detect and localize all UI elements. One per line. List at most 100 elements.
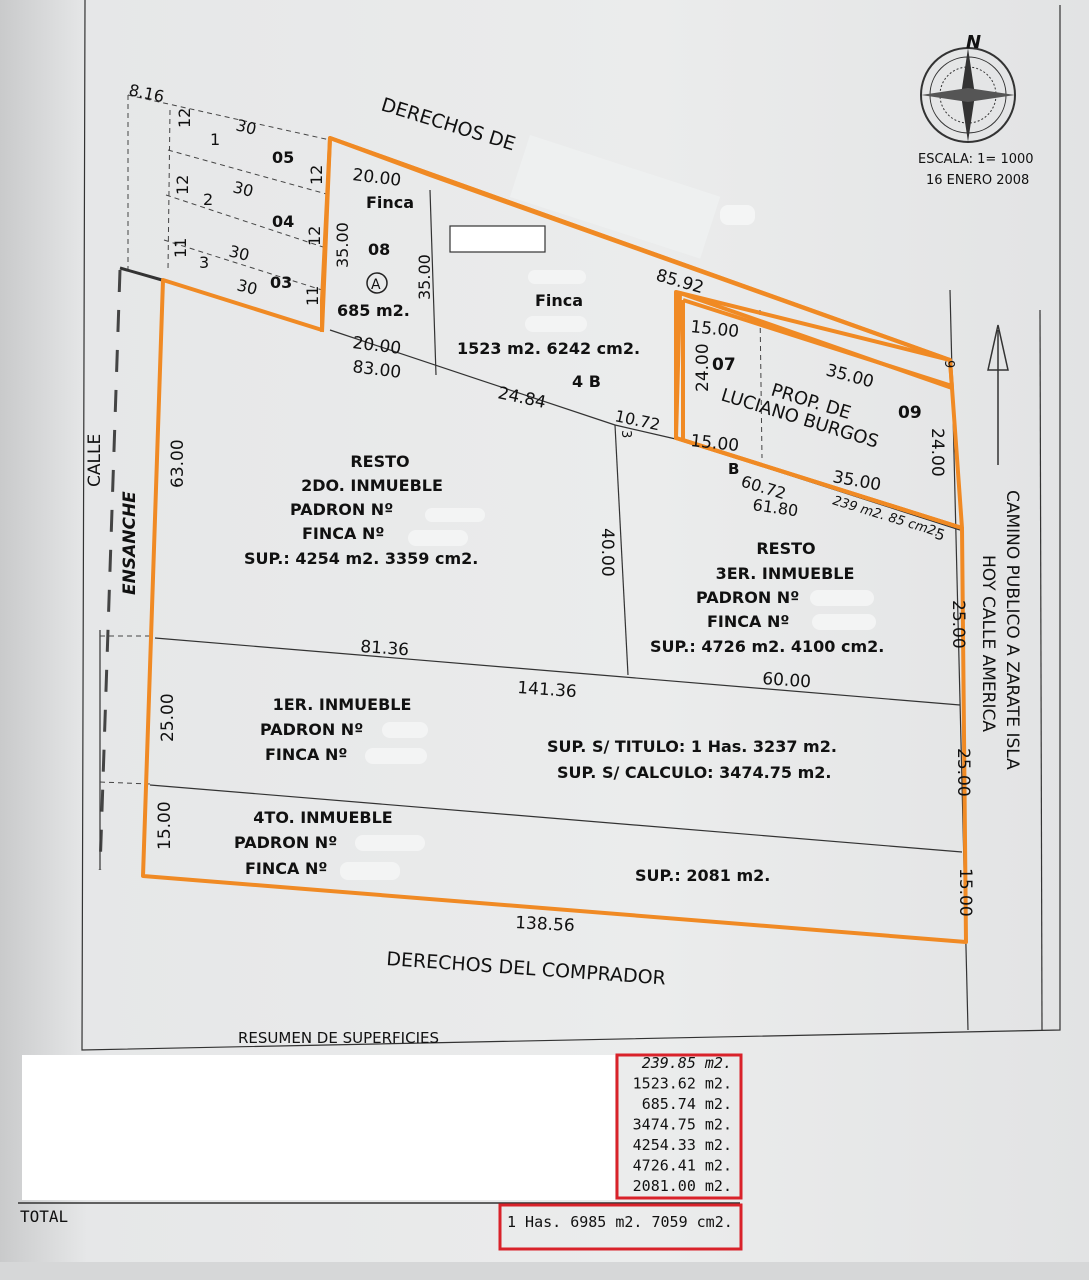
road-bottom-label: DERECHOS DEL COMPRADOR — [386, 948, 667, 989]
total-box — [498, 1203, 743, 1251]
dim-6300: 63.00 — [168, 439, 188, 488]
svg-text:12: 12 — [307, 165, 326, 185]
svg-text:05: 05 — [272, 148, 294, 167]
lot-1: 12 1 30 05 12 — [175, 108, 326, 185]
svg-text:12: 12 — [305, 226, 324, 246]
dash-tick-2 — [99, 781, 151, 785]
line-finca-divider — [429, 189, 437, 376]
summary-value-row: 685.74 m2. — [642, 1095, 732, 1113]
summary-value-row: 239.85 m2. — [642, 1054, 732, 1072]
dim-2500-right-a: 25.00 — [948, 600, 968, 649]
svg-text:11: 11 — [171, 238, 190, 258]
road-left-label-2: ENSANCHE — [120, 491, 140, 595]
lot-line-2 — [165, 194, 327, 249]
parcel-a-boundary — [320, 137, 332, 333]
lot-3: 11 3 30 03 11 — [171, 238, 322, 306]
svg-text:FINCA Nº: FINCA Nº — [302, 524, 384, 543]
svg-text:09: 09 — [898, 403, 922, 423]
svg-text:4 B: 4 B — [572, 372, 601, 391]
svg-text:1523 m2. 6242 cm2.: 1523 m2. 6242 cm2. — [457, 339, 640, 358]
svg-text:4TO. INMUEBLE: 4TO. INMUEBLE — [253, 808, 392, 827]
dim-14136: 141.36 — [517, 678, 578, 702]
inmueble-1: 1ER. INMUEBLE PADRON Nº FINCA Nº SUP. S/… — [260, 695, 837, 782]
redactions — [340, 205, 876, 880]
svg-text:35.00: 35.00 — [824, 361, 876, 393]
road-edge-right — [1039, 309, 1043, 1031]
svg-text:15.00: 15.00 — [689, 431, 739, 456]
svg-text:20.00: 20.00 — [351, 333, 402, 359]
dim-1500-left: 15.00 — [155, 801, 175, 850]
svg-text:SUP.: 4726 m2. 4100 cm2.: SUP.: 4726 m2. 4100 cm2. — [650, 637, 884, 656]
line-4to — [149, 784, 963, 853]
svg-text:30: 30 — [231, 177, 255, 200]
dim-2484: 24.84 — [496, 383, 548, 413]
line-14136 — [154, 637, 961, 706]
sheet-frame — [81, 0, 1061, 1051]
svg-text:3: 3 — [199, 253, 209, 272]
svg-text:35.00: 35.00 — [333, 222, 352, 268]
svg-text:30: 30 — [234, 115, 258, 138]
dim-83: 83.00 — [351, 357, 402, 383]
svg-text:1: 1 — [210, 130, 220, 149]
svg-text:30: 30 — [227, 241, 251, 264]
line-1072 — [614, 424, 681, 441]
summary-values: 239.85 m2.1523.62 m2.685.74 m2.3474.75 m… — [633, 1054, 732, 1195]
svg-text:2: 2 — [203, 190, 213, 209]
road-corner — [119, 266, 163, 282]
lot-2: 12 2 30 04 12 — [173, 175, 324, 246]
bottom-margin — [0, 1262, 1089, 1280]
parcel-07-top — [682, 298, 953, 388]
svg-text:685 m2.: 685 m2. — [337, 301, 410, 320]
svg-text:2DO. INMUEBLE: 2DO. INMUEBLE — [301, 476, 443, 495]
inmueble-4: 4TO. INMUEBLE PADRON Nº FINCA Nº SUP.: 2… — [234, 808, 770, 885]
dim-816: 8.16 — [127, 80, 166, 106]
road-line-left-b — [98, 269, 122, 871]
resto-3er-inmueble: RESTO 3ER. INMUEBLE PADRON Nº FINCA Nº S… — [650, 539, 884, 656]
total-value: 1 Has. 6985 m2. 7059 cm2. — [507, 1213, 733, 1231]
svg-text:12: 12 — [173, 175, 192, 195]
svg-text:PADRON Nº: PADRON Nº — [260, 720, 363, 739]
svg-text:SUP.: 2081 m2.: SUP.: 2081 m2. — [635, 866, 770, 885]
svg-text:FINCA Nº: FINCA Nº — [707, 612, 789, 631]
dim-8136: 81.36 — [360, 637, 410, 660]
summary-values-box — [615, 1053, 743, 1200]
lot-line-1 — [167, 149, 331, 196]
resto-2do-inmueble: RESTO 2DO. INMUEBLE PADRON Nº FINCA Nº S… — [244, 452, 478, 568]
svg-text:Finca: Finca — [535, 291, 583, 310]
building-rect — [449, 225, 546, 253]
road-right-label-2: HOY CALLE AMERICA — [978, 555, 998, 732]
summary-value-row: 2081.00 m2. — [633, 1177, 732, 1195]
dim-3: 3 — [618, 430, 633, 438]
svg-text:24.00: 24.00 — [693, 343, 713, 392]
svg-text:FINCA Nº: FINCA Nº — [265, 745, 347, 764]
svg-text:SUP. S/ TITULO: 1 Has. 3237 m2: SUP. S/ TITULO: 1 Has. 3237 m2. — [547, 737, 837, 756]
marker-a-icon — [366, 272, 388, 294]
summary-title: RESUMEN DE SUPERFICIES — [238, 1029, 439, 1047]
lot-line-3 — [163, 239, 323, 291]
svg-text:RESTO: RESTO — [756, 539, 815, 558]
total-label: TOTAL — [20, 1207, 68, 1226]
svg-text:07: 07 — [712, 355, 736, 375]
dim-2500-left: 25.00 — [158, 693, 178, 742]
svg-text:03: 03 — [270, 273, 292, 292]
svg-text:Finca: Finca — [366, 193, 414, 212]
lot-line-top — [127, 94, 331, 141]
svg-text:08: 08 — [368, 240, 390, 259]
compass-icon — [920, 47, 1016, 143]
lot-line-v — [167, 109, 171, 271]
arrow-up-icon — [987, 324, 1009, 465]
svg-text:35.00: 35.00 — [415, 254, 434, 300]
dim-2500-right-b: 25.00 — [953, 748, 973, 797]
lot-3-depth-bottom: 30 — [235, 275, 259, 298]
road-left-label-1: CALLE — [85, 434, 105, 487]
svg-text:PADRON Nº: PADRON Nº — [290, 500, 393, 519]
parcel-a: 20.00 Finca 35.00 08 A 685 m2. 35.00 20.… — [333, 165, 434, 359]
summary-value-row: 4726.41 m2. — [633, 1157, 732, 1175]
svg-text:04: 04 — [272, 212, 294, 231]
svg-text:FINCA Nº: FINCA Nº — [245, 859, 327, 878]
line-83 — [329, 329, 616, 426]
road-top-label: DERECHOS DE — [379, 94, 518, 156]
svg-text:PADRON Nº: PADRON Nº — [696, 588, 799, 607]
svg-text:20.00: 20.00 — [351, 165, 402, 191]
